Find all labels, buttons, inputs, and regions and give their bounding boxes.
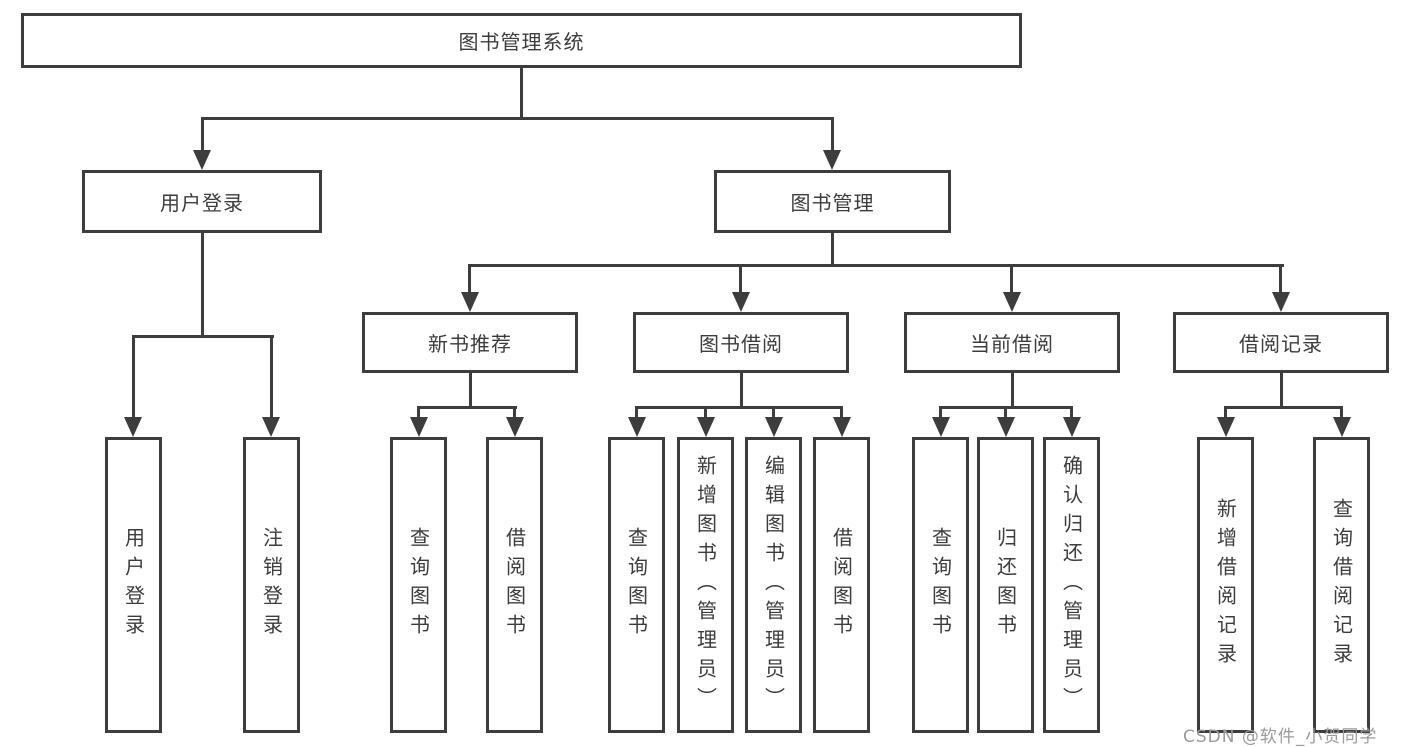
leaf-return-book: 归还图书 (977, 437, 1034, 733)
edge-line (468, 264, 1284, 267)
arrow-down-icon (732, 292, 750, 312)
node-user-login: 用户登录 (82, 170, 322, 233)
edge-line (1340, 406, 1343, 419)
leaf-user-login: 用户登录 (105, 437, 162, 733)
arrow-down-icon (628, 417, 646, 437)
leaf-query-books-current: 查询图书 (912, 437, 969, 733)
node-borrowing-records: 借阅记录 (1173, 312, 1389, 373)
arrow-down-icon (262, 417, 280, 437)
leaf-logout: 注销登录 (243, 437, 300, 733)
edge-line (1011, 371, 1014, 409)
arrow-down-icon (1063, 417, 1081, 437)
edge-line (201, 231, 204, 338)
edge-line (740, 371, 743, 409)
edge-line (270, 335, 273, 419)
arrow-down-icon (1217, 417, 1235, 437)
edge-line (1224, 406, 1227, 419)
arrow-down-icon (124, 417, 142, 437)
edge-line (772, 406, 775, 419)
edge-line (201, 117, 204, 151)
leaf-borrow-books-recommend: 借阅图书 (486, 437, 543, 733)
edge-line (132, 335, 274, 338)
edge-line (201, 117, 834, 120)
leaf-query-borrow-record: 查询借阅记录 (1313, 437, 1370, 733)
edge-line (704, 406, 707, 419)
edge-line (132, 335, 135, 419)
edge-line (1224, 406, 1343, 409)
arrow-down-icon (461, 292, 479, 312)
arrow-down-icon (765, 417, 783, 437)
edge-line (1279, 264, 1282, 294)
edge-line (739, 264, 742, 294)
arrow-down-icon (1003, 292, 1021, 312)
edge-line (635, 406, 638, 419)
arrow-down-icon (697, 417, 715, 437)
edge-line (939, 406, 942, 419)
watermark: CSDN @软件_小贺同学 (1183, 727, 1378, 747)
node-new-book-recommend: 新书推荐 (362, 312, 578, 373)
leaf-query-books-recommend: 查询图书 (390, 437, 447, 733)
edge-line (635, 406, 843, 409)
edge-line (1004, 406, 1007, 419)
node-book-management: 图书管理 (714, 170, 951, 233)
edge-line (513, 406, 516, 419)
edge-line (417, 406, 517, 409)
arrow-down-icon (1333, 417, 1351, 437)
arrow-down-icon (932, 417, 950, 437)
node-current-borrowing: 当前借阅 (904, 312, 1120, 373)
leaf-edit-book-admin: 编辑图书（管理员） (745, 437, 802, 733)
node-book-borrowing: 图书借阅 (633, 312, 849, 373)
arrow-down-icon (823, 150, 841, 170)
leaf-borrow-books-borrowing: 借阅图书 (813, 437, 870, 733)
edge-line (1010, 264, 1013, 294)
edge-line (520, 67, 523, 119)
leaf-confirm-return-admin: 确认归还（管理员） (1043, 437, 1100, 733)
edge-line (417, 406, 420, 419)
arrow-down-icon (193, 150, 211, 170)
edge-line (468, 264, 471, 294)
arrow-down-icon (833, 417, 851, 437)
edge-line (831, 117, 834, 151)
edge-line (840, 406, 843, 419)
edge-line (469, 371, 472, 409)
arrow-down-icon (506, 417, 524, 437)
arrow-down-icon (997, 417, 1015, 437)
edge-line (1070, 406, 1073, 419)
leaf-query-books-borrowing: 查询图书 (608, 437, 665, 733)
leaf-add-book-admin: 新增图书（管理员） (677, 437, 734, 733)
leaf-add-borrow-record: 新增借阅记录 (1197, 437, 1254, 733)
edge-line (1280, 371, 1283, 409)
arrow-down-icon (410, 417, 428, 437)
edge-line (831, 231, 834, 267)
arrow-down-icon (1272, 292, 1290, 312)
node-root: 图书管理系统 (21, 13, 1022, 68)
